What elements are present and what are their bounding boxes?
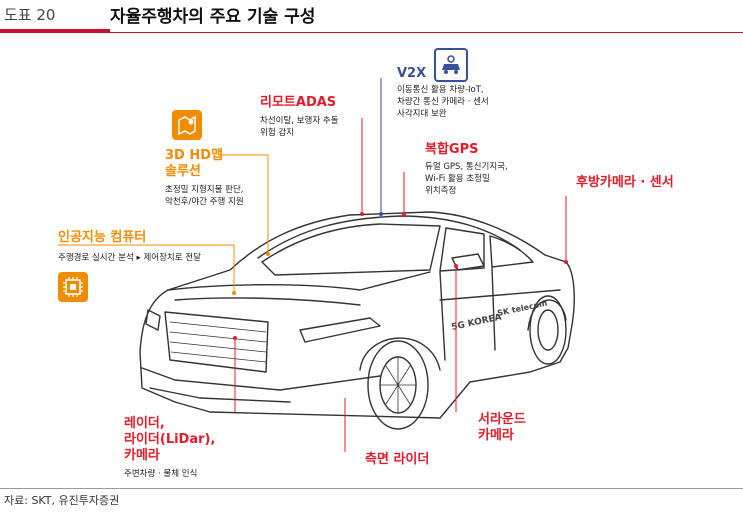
radar-title-line: 라이더(LiDar), bbox=[124, 432, 216, 447]
ai-computer-desc: 주행경로 실시간 분석 ▸ 제어장치로 전달 bbox=[58, 253, 201, 263]
gps-title: 복합GPS bbox=[425, 142, 479, 157]
hd-map-desc-line: 초정밀 지형지물 판단, bbox=[165, 185, 244, 195]
leader-ai-computer bbox=[58, 244, 235, 292]
v2x-title: V2X bbox=[397, 66, 427, 81]
car-grille bbox=[164, 311, 269, 373]
car-side-window-front bbox=[439, 227, 485, 272]
rear-camera-title: 후방카메라 · 센서 bbox=[576, 175, 674, 190]
decal-sk: SK telecom bbox=[497, 299, 549, 318]
surround-camera-title-line: 카메라 bbox=[478, 428, 514, 443]
leader-hd-map bbox=[218, 154, 269, 252]
hd-map-desc-line: 악천후/야간 주행 지원 bbox=[165, 197, 244, 207]
gps-desc-line: Wi-Fi 활용 초정밀 bbox=[425, 174, 490, 184]
v2x-desc: 이동통신 활용 차량-IoT, 차량간 통신 카메라 · 센서 사각지대 보완 bbox=[397, 84, 489, 120]
surround-camera-title: 서라운드 카메라 bbox=[478, 412, 526, 444]
v2x-desc-line: 이동통신 활용 차량-IoT, bbox=[397, 85, 484, 95]
car-headlight bbox=[299, 317, 381, 343]
hd-map-title-line: 3D HD맵 bbox=[165, 148, 223, 163]
gps-desc-line: 위치측정 bbox=[425, 186, 457, 196]
computer-chip-icon bbox=[58, 272, 88, 302]
source-note: 자료: SKT, 유진투자증권 bbox=[4, 494, 120, 507]
radar-title-line: 레이더, bbox=[124, 416, 165, 431]
surround-camera-title-line: 서라운드 bbox=[478, 412, 526, 427]
radar-title: 레이더, 라이더(LiDar), 카메라 bbox=[124, 416, 215, 464]
remote-adas-desc-line: 위험 감지 bbox=[260, 128, 294, 138]
remote-adas-title: 리모트ADAS bbox=[260, 95, 337, 110]
car-windshield bbox=[261, 223, 441, 276]
hd-map-title: 3D HD맵 솔루션 bbox=[165, 148, 223, 180]
footer-rule bbox=[0, 488, 743, 489]
header-accent-rule bbox=[0, 29, 110, 33]
hd-map-desc: 초정밀 지형지물 판단, 악천후/야간 주행 지원 bbox=[165, 184, 244, 208]
figure-label: 도표 20 bbox=[4, 6, 56, 24]
figure-header: 도표 20 자율주행차의 주요 기술 구성 bbox=[0, 0, 743, 36]
gps-desc: 듀얼 GPS, 통신기지국, Wi-Fi 활용 초정밀 위치측정 bbox=[425, 161, 508, 197]
ai-computer-title: 인공지능 컴퓨터 bbox=[58, 230, 147, 245]
v2x-desc-line: 사각지대 보완 bbox=[397, 109, 447, 119]
map-icon bbox=[172, 110, 202, 140]
car-rear-wheel bbox=[529, 295, 567, 365]
v2x-icon bbox=[434, 48, 468, 82]
car-front-wheel bbox=[367, 340, 429, 430]
hd-map-title-line: 솔루션 bbox=[165, 164, 201, 179]
gps-desc-line: 듀얼 GPS, 통신기지국, bbox=[425, 162, 508, 172]
remote-adas-desc-line: 차선이탈, 보행자 추돌 bbox=[260, 116, 339, 126]
car-body-outline bbox=[139, 211, 575, 419]
remote-adas-desc: 차선이탈, 보행자 추돌 위험 감지 bbox=[260, 115, 339, 139]
side-lidar-title: 측면 라이더 bbox=[365, 452, 430, 467]
header-rule bbox=[0, 32, 743, 33]
radar-desc: 주변차량 · 물체 인식 bbox=[124, 469, 198, 479]
v2x-desc-line: 차량간 통신 카메라 · 센서 bbox=[397, 97, 489, 107]
car-roof bbox=[257, 215, 521, 259]
figure-title: 자율주행차의 주요 기술 구성 bbox=[110, 7, 316, 27]
car-side-window-rear bbox=[489, 235, 534, 268]
radar-title-line: 카메라 bbox=[124, 448, 160, 463]
